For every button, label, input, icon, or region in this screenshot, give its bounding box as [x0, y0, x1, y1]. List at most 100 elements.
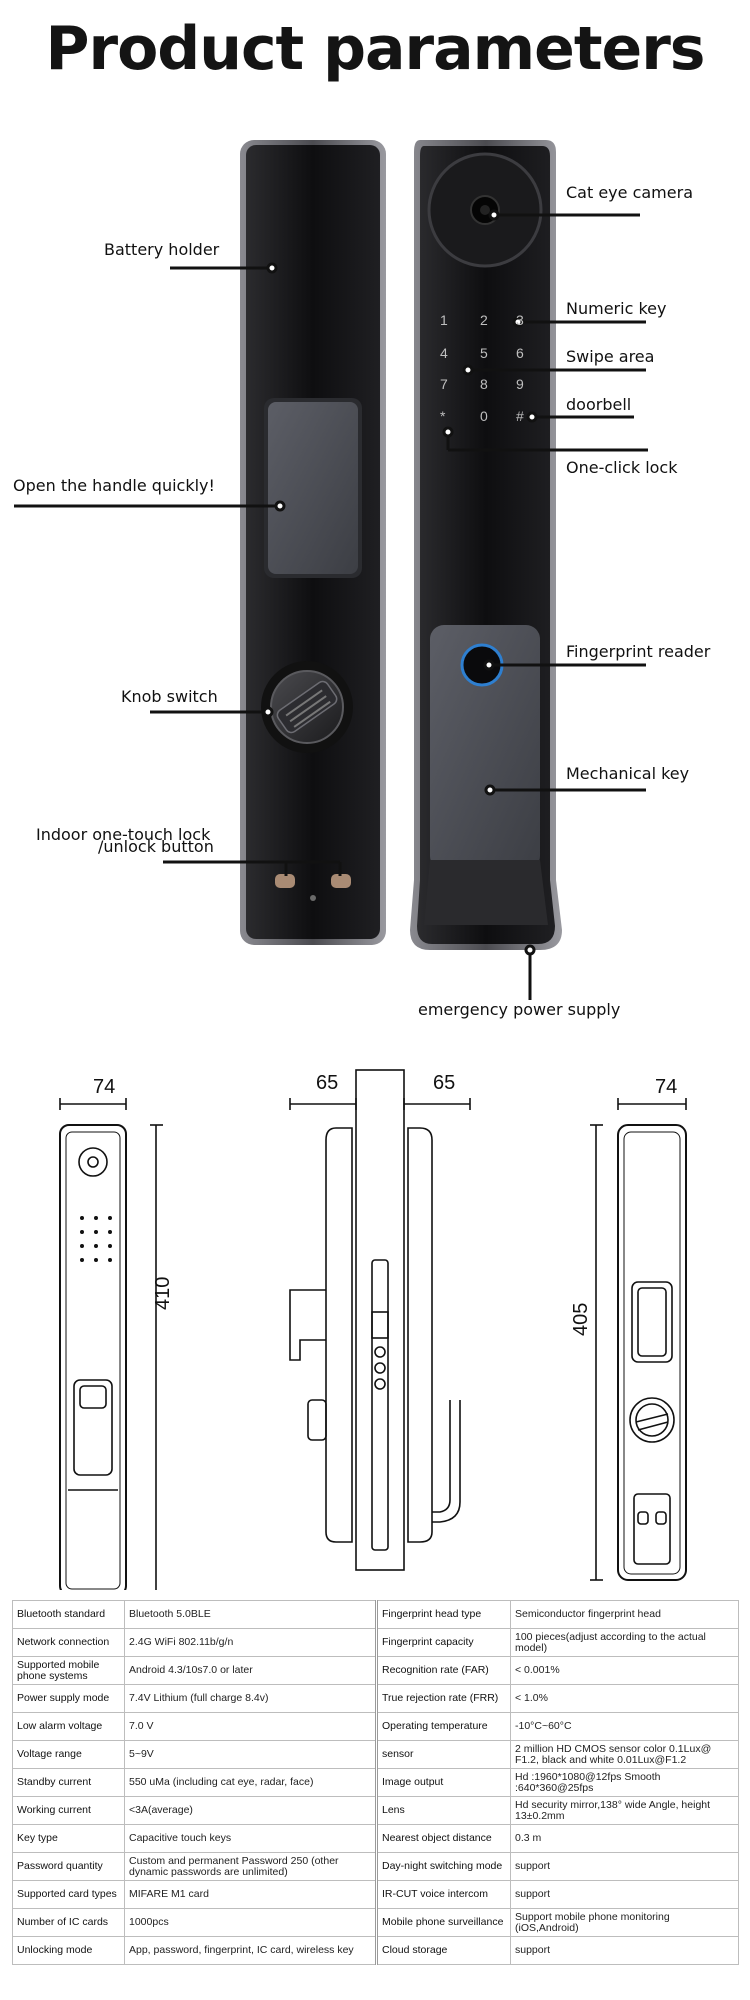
spec-label: Bluetooth standard: [12, 1600, 125, 1629]
spec-value: App, password, fingerprint, IC card, wir…: [124, 1936, 377, 1965]
spec-label: Nearest object distance: [375, 1824, 511, 1853]
keypad-key: 5: [480, 345, 488, 361]
indoor-unit: [240, 140, 386, 945]
label-swipe-area: Swipe area: [566, 347, 655, 366]
label-knob-switch: Knob switch: [121, 687, 218, 706]
spec-label: Day-night switching mode: [375, 1852, 511, 1881]
dim-front-width: 74: [93, 1076, 116, 1098]
keypad-key: 3: [516, 312, 524, 328]
keypad-key: 7: [440, 376, 448, 392]
keypad: 1 2 3 4 5 6 7 8 9 * 0 #: [430, 312, 540, 432]
spec-label: Supported mobile phone systems: [12, 1656, 125, 1685]
label-indoor-lock: Indoor one-touch lock: [36, 825, 211, 844]
dim-side-right: 65: [433, 1072, 456, 1094]
spec-value: < 1.0%: [510, 1684, 739, 1713]
spec-value: 1000pcs: [124, 1908, 377, 1937]
spec-value: support: [510, 1936, 739, 1965]
product-photo: [14, 140, 648, 1000]
spec-value: 550 uMa (including cat eye, radar, face): [124, 1768, 377, 1797]
spec-value: <3A(average): [124, 1796, 377, 1825]
spec-value: 0.3 m: [510, 1824, 739, 1853]
keypad-key: 9: [516, 376, 524, 392]
dim-back-height: 405: [570, 1302, 592, 1336]
spec-label: Mobile phone surveillance: [375, 1908, 511, 1937]
keypad-key: 6: [516, 345, 524, 361]
spec-value: Bluetooth 5.0BLE: [124, 1600, 377, 1629]
label-emergency-power: emergency power supply: [418, 1000, 621, 1019]
side-view: [289, 1069, 471, 1571]
spec-label: Low alarm voltage: [12, 1712, 125, 1741]
knob: [261, 661, 353, 753]
keypad-key: *: [440, 408, 446, 424]
spec-value: Capacitive touch keys: [124, 1824, 377, 1853]
spec-label: Lens: [375, 1796, 511, 1825]
dim-back-width: 74: [655, 1076, 678, 1098]
label-open-handle: Open the handle quickly!: [13, 476, 215, 495]
spec-value: 2.4G WiFi 802.11b/g/n: [124, 1628, 377, 1657]
label-one-click-lock: One-click lock: [566, 458, 678, 477]
label-battery-holder: Battery holder: [104, 240, 220, 259]
spec-value: 5~9V: [124, 1740, 377, 1769]
label-doorbell: doorbell: [566, 395, 632, 414]
spec-value: support: [510, 1880, 739, 1909]
spec-label: Voltage range: [12, 1740, 125, 1769]
label-cat-eye: Cat eye camera: [566, 183, 693, 202]
spec-value: Semiconductor fingerprint head: [510, 1600, 739, 1629]
spec-label: Power supply mode: [12, 1684, 125, 1713]
spec-label: Operating temperature: [375, 1712, 511, 1741]
label-numeric-key: Numeric key: [566, 299, 667, 318]
keypad-key: 1: [440, 312, 448, 328]
keypad-key: #: [516, 408, 524, 424]
spec-label: Recognition rate (FAR): [375, 1656, 511, 1685]
spec-value: 7.0 V: [124, 1712, 377, 1741]
spec-label: Working current: [12, 1796, 125, 1825]
label-mechanical-key: Mechanical key: [566, 764, 690, 783]
spec-value: Hd :1960*1080@12fps Smooth :640*360@25fp…: [510, 1768, 739, 1797]
spec-label: Password quantity: [12, 1852, 125, 1881]
front-view: [59, 1098, 163, 1590]
dim-side-left: 65: [316, 1072, 339, 1094]
spec-label: IR-CUT voice intercom: [375, 1880, 511, 1909]
spec-value: Custom and permanent Password 250 (other…: [124, 1852, 377, 1881]
spec-label: sensor: [375, 1740, 511, 1769]
keypad-key: 2: [480, 312, 488, 328]
label-fingerprint-reader: Fingerprint reader: [566, 642, 711, 661]
spec-label: Network connection: [12, 1628, 125, 1657]
spec-value: 7.4V Lithium (full charge 8.4v): [124, 1684, 377, 1713]
keypad-key: 0: [480, 408, 488, 424]
keypad-key: 4: [440, 345, 448, 361]
spec-value: Hd security mirror,138° wide Angle, heig…: [510, 1796, 739, 1825]
back-view: [590, 1098, 687, 1581]
keypad-key: 8: [480, 376, 488, 392]
spec-label: Fingerprint head type: [375, 1600, 511, 1629]
spec-label: Standby current: [12, 1768, 125, 1797]
spec-value: support: [510, 1852, 739, 1881]
spec-label: Image output: [375, 1768, 511, 1797]
spec-label: Unlocking mode: [12, 1936, 125, 1965]
dimension-drawings: [59, 1069, 687, 1590]
dim-front-height: 410: [152, 1276, 174, 1310]
spec-value: -10°C~60°C: [510, 1712, 739, 1741]
spec-label: Number of IC cards: [12, 1908, 125, 1937]
page-title: Product parameters: [45, 14, 706, 84]
outdoor-unit: [410, 140, 562, 950]
spec-value: Android 4.3/10s7.0 or later: [124, 1656, 377, 1685]
spec-value: < 0.001%: [510, 1656, 739, 1685]
spec-value: Support mobile phone monitoring (iOS,And…: [510, 1908, 739, 1937]
spec-label: Key type: [12, 1824, 125, 1853]
spec-label: Fingerprint capacity: [375, 1628, 511, 1657]
spec-value: 2 million HD CMOS sensor color 0.1Lux@ F…: [510, 1740, 739, 1769]
